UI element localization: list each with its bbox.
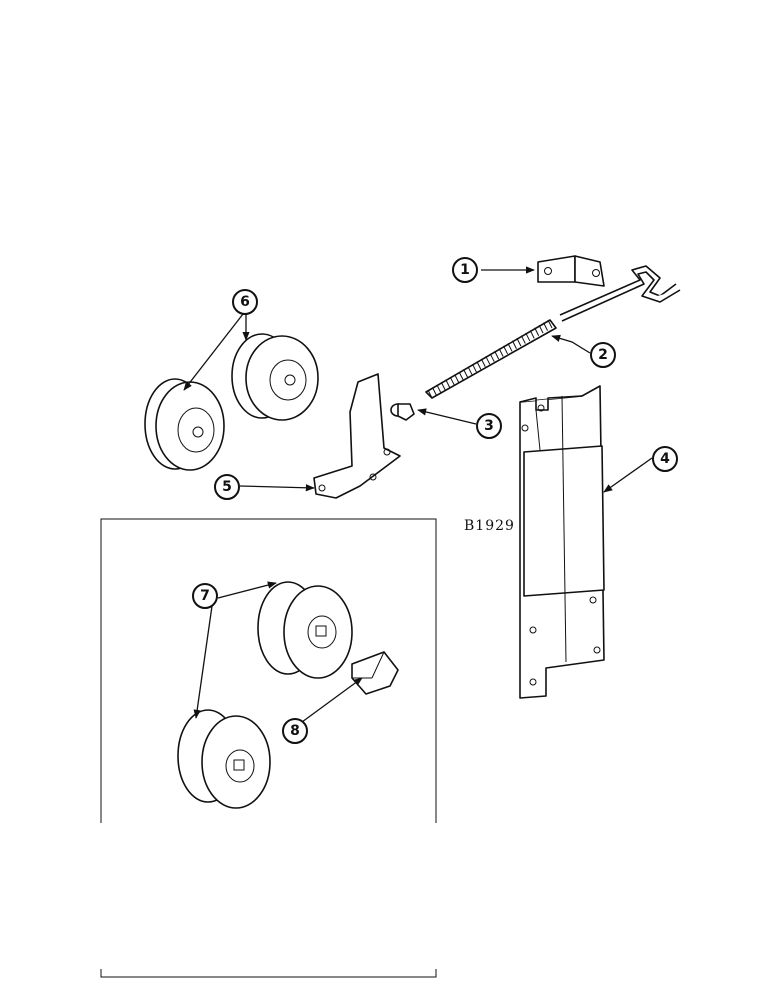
thread-tick xyxy=(436,384,442,394)
thread-tick xyxy=(476,361,482,370)
callout-7: 7 xyxy=(192,583,218,609)
thread-tick xyxy=(520,335,526,344)
thread-tick xyxy=(516,337,522,347)
thread-tick xyxy=(538,324,544,334)
callout-1: 1 xyxy=(452,257,478,283)
thread-tick xyxy=(471,363,477,373)
leader-lines xyxy=(183,266,653,723)
pulley-upper-left xyxy=(144,378,225,471)
svg-text:2: 2 xyxy=(598,347,608,363)
slide-channel-part xyxy=(519,385,605,699)
thread-tick xyxy=(543,322,549,331)
svg-text:1: 1 xyxy=(460,262,470,278)
thread-tick xyxy=(503,345,509,355)
callout-3: 3 xyxy=(476,413,502,439)
bracket-part xyxy=(537,255,605,287)
figure-reference-code: B1929 xyxy=(464,518,515,534)
pulley-upper-right xyxy=(231,333,319,421)
inset-frame xyxy=(100,518,437,978)
thread-tick xyxy=(529,330,535,339)
thread-tick xyxy=(485,356,491,365)
svg-text:5: 5 xyxy=(222,479,232,495)
thread-tick xyxy=(440,381,446,391)
thread-tick xyxy=(547,319,553,329)
callout-8: 8 xyxy=(282,718,308,744)
thread-tick xyxy=(525,332,531,342)
thread-tick xyxy=(463,369,469,378)
rod-thread xyxy=(427,319,553,399)
hex-shaft-part xyxy=(351,651,399,695)
thread-tick xyxy=(431,387,437,396)
thread-tick xyxy=(454,374,460,383)
svg-text:7: 7 xyxy=(200,588,210,604)
pulley-inset-top xyxy=(257,581,353,679)
pulley-inset-bottom xyxy=(177,709,271,809)
thread-tick xyxy=(489,353,495,362)
thread-tick xyxy=(494,350,500,360)
thread-tick xyxy=(445,379,451,388)
svg-text:8: 8 xyxy=(290,723,300,739)
thread-tick xyxy=(480,358,486,368)
nut-part xyxy=(390,403,415,421)
thread-tick xyxy=(449,376,455,386)
callout-6: 6 xyxy=(232,289,258,315)
thread-tick xyxy=(427,389,433,399)
upper-pulleys-part xyxy=(144,333,319,471)
svg-text:4: 4 xyxy=(660,451,670,467)
callout-2: 2 xyxy=(590,342,616,368)
callout-5: 5 xyxy=(214,474,240,500)
thread-tick xyxy=(507,343,513,352)
thread-tick xyxy=(534,327,540,337)
guide-bracket-part xyxy=(313,373,401,499)
thread-tick xyxy=(467,366,473,375)
thread-tick xyxy=(511,340,517,349)
thread-tick xyxy=(458,371,464,381)
crank-rod-part xyxy=(425,265,681,399)
svg-text:6: 6 xyxy=(240,294,250,310)
inset-pulleys-part xyxy=(177,581,353,809)
callout-4: 4 xyxy=(652,446,678,472)
thread-tick xyxy=(498,348,504,357)
svg-text:3: 3 xyxy=(484,418,494,434)
